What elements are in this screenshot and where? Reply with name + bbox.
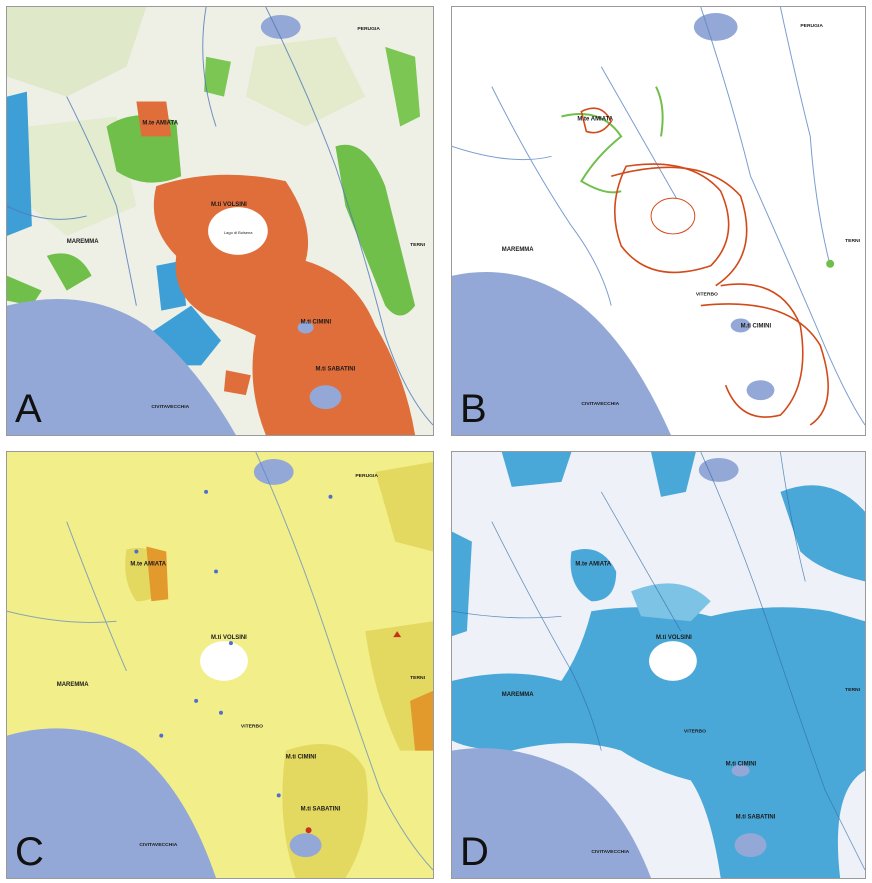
lake-bolsena [649, 641, 697, 681]
panel-letter-b: B [460, 387, 487, 431]
geology-map-a [7, 7, 433, 435]
label-perugia: PERUGIA [800, 23, 823, 29]
label-vulsini: M.ti VOLSINI [211, 202, 247, 208]
panel-letter-d: D [460, 830, 489, 874]
panel-letter-a: A [15, 387, 42, 431]
label-civitavecchia: CIVITAVECCHIA [591, 849, 629, 855]
geology-map-b [452, 7, 865, 435]
label-terni: TERNI [845, 238, 861, 244]
map-panel-d: M.te AMIATA M.ti VOLSINI MAREMMA M.ti CI… [451, 451, 866, 879]
label-amiata: M.te AMIATA [130, 561, 166, 567]
label-civitavecchia: CIVITAVECCHIA [581, 401, 619, 407]
label-cimini: M.ti CIMINI [741, 323, 772, 329]
label-vulsini: M.ti VOLSINI [211, 635, 247, 641]
sea [452, 748, 652, 878]
label-cimini: M.ti CIMINI [301, 320, 332, 326]
map-labels-b: M.te AMIATA MAREMMA M.ti CIMINI CIVITAVE… [502, 23, 861, 407]
label-sabatini: M.ti SABATINI [301, 806, 341, 812]
map-panel-b: M.te AMIATA MAREMMA M.ti CIMINI CIVITAVE… [451, 6, 866, 436]
label-perugia: PERUGIA [355, 473, 378, 479]
amiata-area [146, 546, 169, 602]
map-labels-c: M.te AMIATA M.ti VOLSINI MAREMMA M.ti CI… [57, 473, 426, 848]
sea [7, 728, 217, 878]
label-terni: TERNI [410, 242, 426, 248]
map-panel-c: M.te AMIATA M.ti VOLSINI MAREMMA M.ti CI… [6, 451, 434, 879]
geology-map-d [452, 452, 865, 878]
sea [452, 272, 671, 435]
label-cimini: M.ti CIMINI [286, 755, 317, 761]
lake-bolsena [208, 207, 268, 255]
label-terni: TERNI [845, 687, 861, 693]
label-perugia: PERUGIA [357, 26, 380, 32]
lake-bolsena [200, 641, 248, 681]
label-amiata: M.te AMIATA [142, 120, 178, 126]
amiata-volcanic-area [136, 101, 172, 137]
label-maremma: MAREMMA [502, 692, 535, 698]
geology-map-c [7, 452, 433, 878]
map-labels-a: M.te AMIATA M.ti VOLSINI Lago di Bolsena… [67, 26, 426, 410]
map-labels-d: M.te AMIATA M.ti VOLSINI MAREMMA M.ti CI… [502, 561, 861, 855]
label-viterbo: VITERBO [241, 724, 263, 730]
sea [7, 298, 236, 435]
label-civitavecchia: CIVITAVECCHIA [151, 404, 189, 410]
label-amiata: M.te AMIATA [575, 561, 611, 567]
label-cimini: M.ti CIMINI [726, 762, 757, 768]
label-maremma: MAREMMA [57, 682, 90, 688]
isopach-contours [580, 107, 829, 426]
label-viterbo: VITERBO [696, 292, 718, 298]
label-maremma: MAREMMA [502, 247, 535, 253]
label-amiata: M.te AMIATA [577, 116, 613, 122]
amiata-aquifer [570, 549, 617, 602]
label-viterbo: VITERBO [684, 729, 706, 735]
label-lago: Lago di Bolsena [224, 230, 253, 235]
vulsini-aquifer [452, 607, 865, 878]
label-terni: TERNI [410, 675, 426, 681]
label-vulsini: M.ti VOLSINI [656, 635, 692, 641]
label-sabatini: M.ti SABATINI [316, 366, 356, 372]
label-maremma: MAREMMA [67, 239, 100, 245]
label-civitavecchia: CIVITAVECCHIA [139, 842, 177, 848]
label-sabatini: M.ti SABATINI [736, 814, 776, 820]
panel-letter-c: C [15, 830, 44, 874]
map-panel-a: M.te AMIATA M.ti VOLSINI Lago di Bolsena… [6, 6, 434, 436]
